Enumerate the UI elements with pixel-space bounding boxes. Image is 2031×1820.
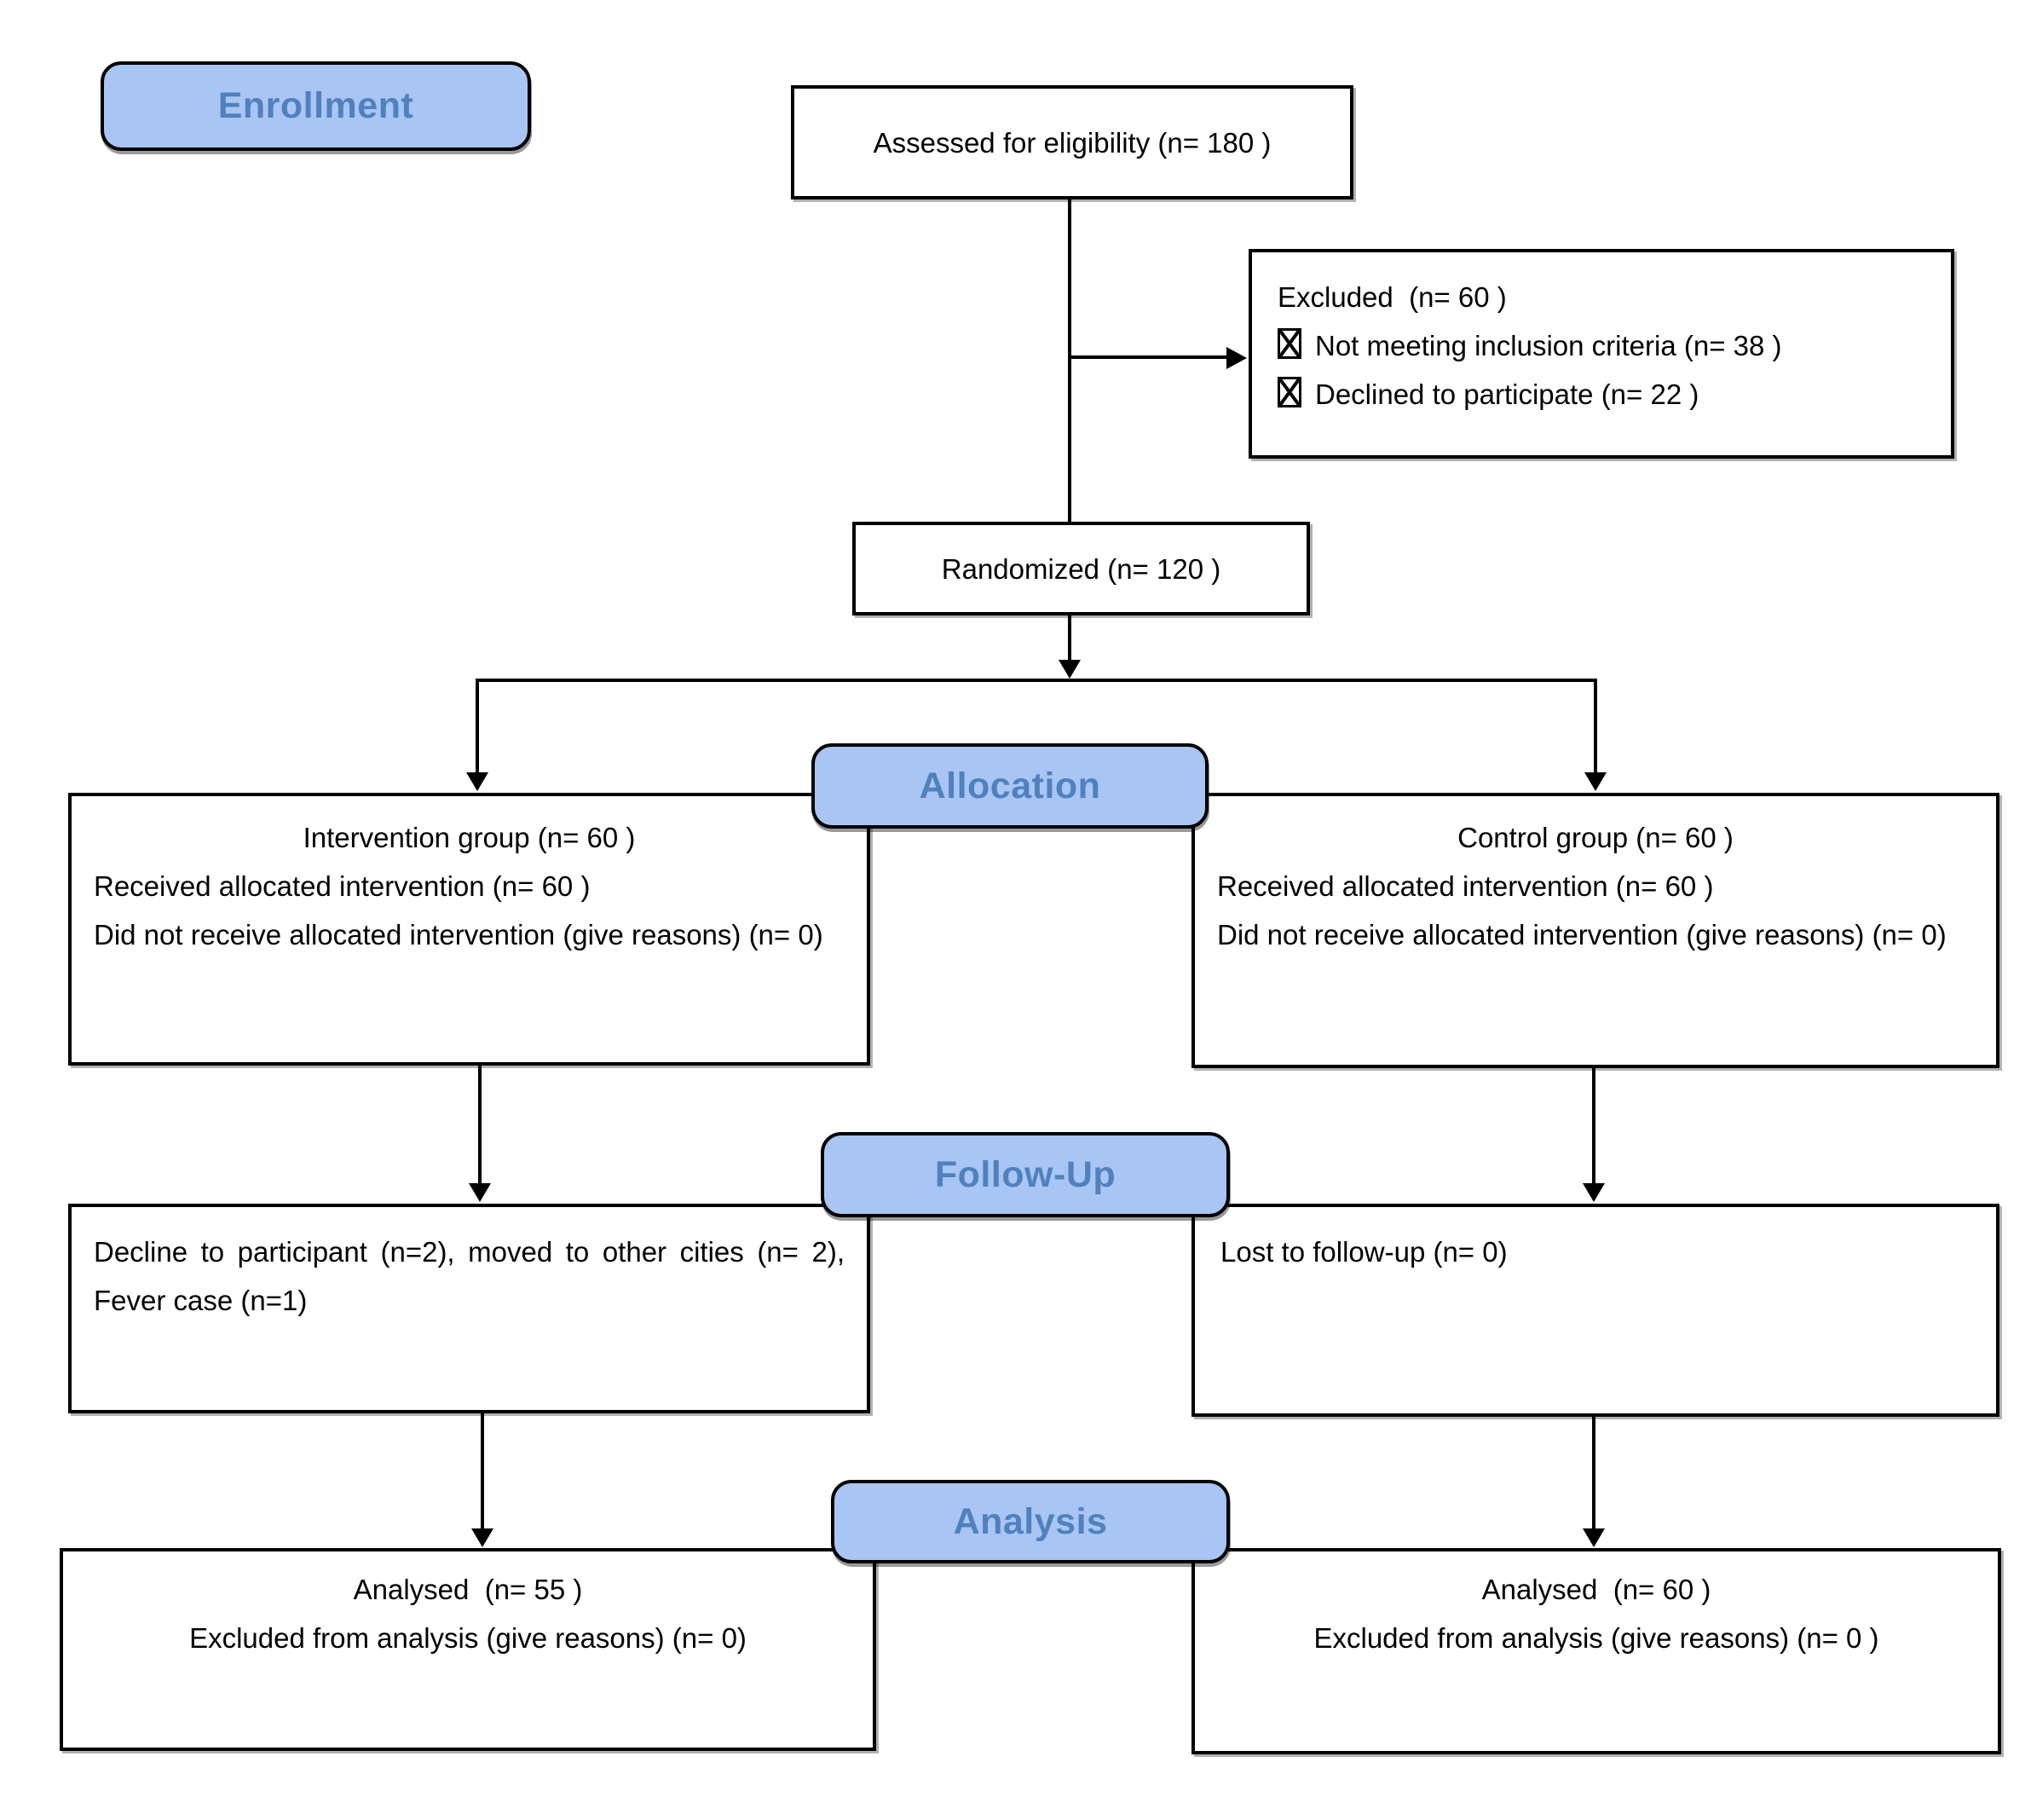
stage-label-analysis: Analysis [953,1500,1108,1542]
intervention-not-received: Did not receive allocated intervention (… [94,919,823,950]
analysis-left-box: Analysed (n= 55 ) Excluded from analysis… [60,1548,876,1751]
analysis-left-line2: Excluded from analysis (give reasons) (n… [189,1622,747,1654]
analysis-right-line2: Excluded from analysis (give reasons) (n… [1313,1622,1879,1654]
arrowhead-analysis-right [1583,1528,1605,1547]
connector-branch-to-excluded [1070,355,1228,359]
control-not-received: Did not receive allocated intervention (… [1217,919,1947,950]
excluded-item-text: Declined to participate (n= 22 ) [1315,378,1699,410]
randomized-box: Randomized (n= 120 ) [852,522,1310,615]
connector-assessed-to-randomized [1068,197,1071,523]
connector-intervention-to-followup [478,1064,482,1185]
excluded-item: Declined to participate (n= 22 ) [1278,370,1934,419]
excluded-item: Not meeting inclusion criteria (n= 38 ) [1278,321,1934,370]
connector-split-to-intervention [476,679,479,774]
connector-followup-to-analysis-left [481,1412,484,1530]
arrowhead-excluded [1226,347,1247,369]
connector-randomized-to-split [1068,614,1071,662]
connector-followup-to-analysis-right [1592,1415,1595,1530]
intervention-title: Intervention group (n= 60 ) [303,822,636,853]
connector-split-horizontal [476,679,1597,682]
excluded-item-text: Not meeting inclusion criteria (n= 38 ) [1315,330,1782,361]
stage-label-enrollment: Enrollment [217,85,414,126]
intervention-received: Received allocated intervention (n= 60 ) [94,870,591,902]
arrowhead-followup-left [469,1183,491,1202]
control-received: Received allocated intervention (n= 60 ) [1217,870,1714,902]
control-title: Control group (n= 60 ) [1457,822,1734,853]
followup-right-box: Lost to follow-up (n= 0) [1191,1204,1999,1417]
followup-left-text: Decline to participant (n=2), moved to o… [94,1236,853,1316]
missing-glyph-box-icon [1278,377,1301,407]
assessed-box: Assessed for eligibility (n= 180 ) [791,85,1353,199]
arrowhead-intervention [466,772,488,791]
stage-badge-analysis: Analysis [831,1480,1230,1563]
excluded-box: Excluded (n= 60 ) Not meeting inclusion … [1249,249,1954,459]
analysis-right-line1: Analysed (n= 60 ) [1481,1574,1711,1605]
stage-label-followup: Follow-Up [934,1153,1116,1195]
randomized-text: Randomized (n= 120 ) [941,552,1221,585]
assessed-text: Assessed for eligibility (n= 180 ) [873,126,1272,159]
arrowhead-split [1059,660,1081,679]
arrowhead-analysis-left [471,1528,493,1547]
followup-right-text: Lost to follow-up (n= 0) [1220,1236,1508,1268]
stage-badge-followup: Follow-Up [821,1132,1230,1217]
analysis-left-line1: Analysed (n= 55 ) [353,1574,583,1605]
stage-badge-allocation: Allocation [811,743,1209,829]
control-group-box: Control group (n= 60 ) Received allocate… [1191,793,1999,1068]
missing-glyph-box-icon [1278,328,1301,359]
analysis-right-box: Analysed (n= 60 ) Excluded from analysis… [1191,1548,2001,1754]
arrowhead-control [1584,772,1607,791]
connector-split-to-control [1594,679,1597,774]
intervention-group-box: Intervention group (n= 60 ) Received all… [68,793,870,1066]
stage-label-allocation: Allocation [919,765,1101,806]
excluded-title: Excluded (n= 60 ) [1278,281,1507,313]
arrowhead-followup-right [1583,1183,1605,1202]
stage-badge-enrollment: Enrollment [101,61,531,151]
connector-control-to-followup [1592,1066,1595,1185]
followup-left-box: Decline to participant (n=2), moved to o… [68,1204,870,1413]
